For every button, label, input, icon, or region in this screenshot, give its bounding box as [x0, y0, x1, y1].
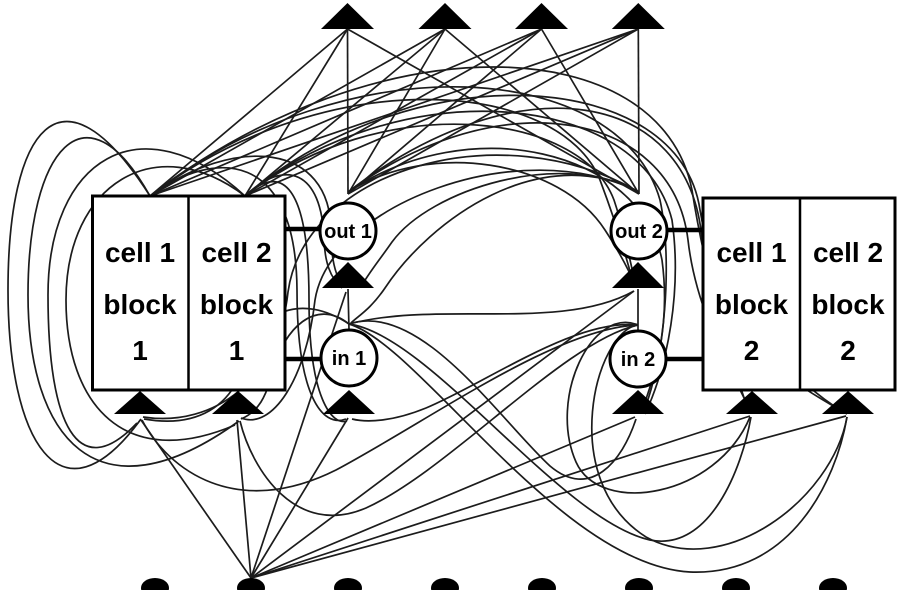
input-unit-1	[141, 578, 169, 590]
connection-edge-10	[347, 28, 446, 195]
connection-edge-8	[244, 28, 639, 197]
connection-edge-56	[250, 416, 636, 579]
out-gate-2-circle	[609, 201, 669, 261]
connection-edge-43	[348, 323, 752, 543]
connection-edge-46	[590, 324, 848, 550]
input-unit-3	[334, 578, 362, 590]
output-unit-2	[418, 3, 472, 29]
memory-block-2-cell2-label-line1: cell 2	[813, 237, 883, 268]
memory-block-1: cell 1 block 1 cell 2 block 1	[91, 194, 287, 392]
input-unit-8	[819, 578, 847, 590]
connection-edge-36	[350, 174, 640, 324]
block1-cell2-arrow	[212, 391, 264, 414]
block2-cell1-arrow	[726, 391, 778, 414]
in-gate-2-circle	[608, 329, 668, 389]
block2-cell2-arrow	[822, 391, 874, 414]
out-gate-2-arrow	[612, 262, 664, 288]
memory-block-1-cell1-label-line2: block	[103, 289, 177, 320]
memory-block-2: cell 1 block 2 cell 2 block 2	[701, 196, 897, 392]
out-gate-2: out 2	[609, 201, 669, 261]
memory-block-1-cell1-label-line3: 1	[132, 335, 148, 366]
connection-edge-45	[566, 321, 751, 494]
connection-edge-23	[149, 155, 345, 288]
out-gate-1-circle	[318, 201, 378, 261]
memory-block-2-cell2-label-line3: 2	[840, 335, 856, 366]
connection-edge-5	[244, 28, 349, 197]
memory-block-1-cell2-label-line2: block	[200, 289, 274, 320]
in-gate-2: in 2	[608, 329, 668, 389]
in-gate-1-circle	[319, 328, 379, 388]
connection-edge-49	[351, 323, 639, 422]
memory-block-2-cell2-label-line2: block	[811, 289, 885, 320]
connection-edge-44	[348, 323, 848, 573]
in-gate-1-label: in 1	[332, 348, 366, 370]
connection-edge-41	[348, 290, 635, 325]
connection-edge-47	[141, 324, 639, 492]
input-unit-5	[528, 578, 556, 590]
input-unit-2	[237, 578, 265, 590]
output-unit-4	[611, 3, 665, 29]
out-gate-1: out 1	[318, 201, 378, 261]
connection-edge-28	[244, 110, 677, 415]
connection-edge-35	[360, 172, 640, 288]
in-gate-2-label: in 2	[621, 349, 655, 371]
in-gate-1: in 1	[319, 328, 379, 388]
connection-edge-6	[244, 28, 446, 197]
memory-block-2-cell1-label-line1: cell 1	[716, 237, 786, 268]
block1-cell1-arrow	[114, 391, 166, 414]
connection-edge-31	[347, 161, 636, 286]
connection-edge-20	[65, 166, 246, 442]
connection-edge-11	[347, 28, 543, 195]
connection-edge-21	[149, 167, 347, 422]
connection-edge-17	[7, 120, 151, 470]
connection-edge-14	[444, 28, 640, 195]
connection-edge-53	[236, 419, 252, 579]
output-unit-1	[321, 3, 374, 29]
memory-block-2-cell1-label-line2: block	[715, 289, 789, 320]
connection-edge-7	[244, 28, 542, 197]
memory-block-1-cell2-label-line1: cell 2	[201, 237, 271, 268]
input-unit-7	[722, 578, 750, 590]
out-gate-1-label: out 1	[324, 221, 372, 243]
connection-edge-16	[637, 28, 640, 195]
connection-edge-59	[250, 415, 847, 579]
connection-edge-57	[250, 290, 635, 579]
out-gate-2-label: out 2	[615, 221, 663, 243]
connection-edge-48	[239, 324, 639, 517]
connection-edge-19	[47, 148, 246, 449]
memory-block-1-cell1-label-line1: cell 1	[105, 237, 175, 268]
connection-edge-18	[27, 136, 240, 467]
out-gate-1-arrow	[322, 262, 374, 288]
input-unit-6	[625, 578, 653, 590]
connection-edge-38	[240, 169, 640, 421]
in-gate-2-arrow	[612, 390, 664, 414]
output-unit-3	[515, 3, 568, 29]
connection-edge-58	[250, 415, 751, 579]
memory-block-2-cell1-label-line3: 2	[744, 335, 760, 366]
in-gate-1-arrow	[323, 390, 375, 414]
connection-edge-54	[250, 417, 349, 579]
connection-edge-9	[346, 28, 349, 195]
memory-block-1-cell2-label-line3: 1	[229, 335, 245, 366]
connection-edge-50	[347, 288, 350, 331]
input-unit-4	[431, 578, 459, 590]
connection-edge-52	[140, 419, 252, 579]
